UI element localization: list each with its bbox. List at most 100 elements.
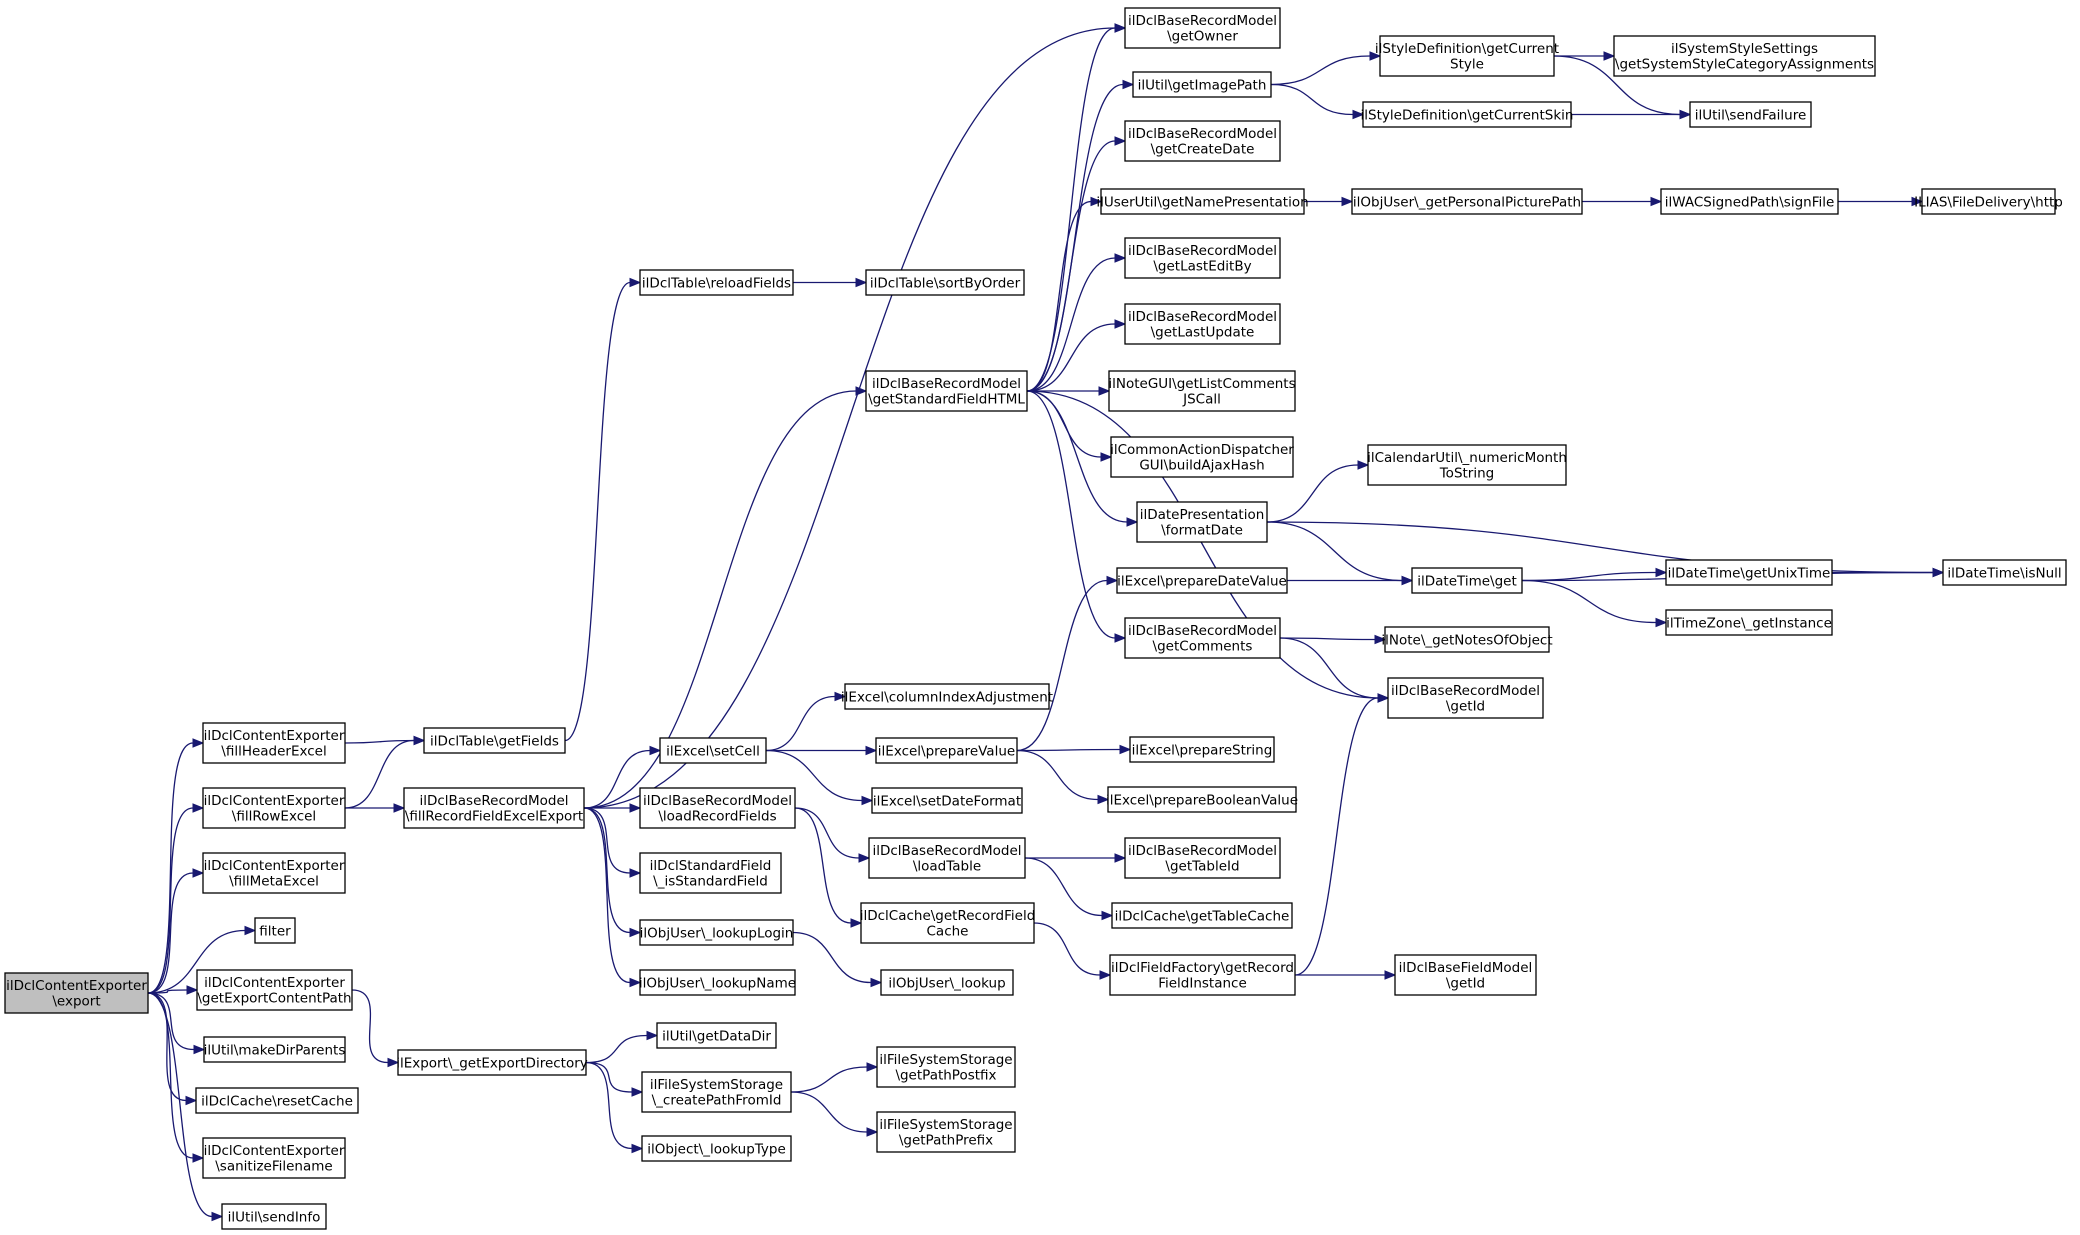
node-sign-file[interactable]: ilWACSignedPath\signFile bbox=[1660, 188, 1839, 215]
node-prepare-boolean-value[interactable]: ilExcel\prepareBooleanValue bbox=[1106, 786, 1298, 813]
node-export[interactable]: ilDclContentExporter\export bbox=[4, 972, 149, 1014]
node-box bbox=[1689, 101, 1812, 128]
node-sort-by-order[interactable]: ilDclTable\sortByOrder bbox=[865, 269, 1025, 296]
node-fill-header-excel[interactable]: ilDclContentExporter\fillHeaderExcel bbox=[202, 722, 346, 764]
node-box bbox=[1384, 626, 1550, 653]
node-get-last-update[interactable]: ilDclBaseRecordModel\getLastUpdate bbox=[1124, 303, 1281, 345]
node-set-cell[interactable]: ilExcel\setCell bbox=[659, 737, 767, 764]
node-label: ilDclContentExporter bbox=[204, 1143, 345, 1159]
edge-fill-row-excel-to-fill-record-field-excel-export bbox=[344, 803, 406, 813]
edge-export-to-get-export-content-path bbox=[147, 985, 199, 995]
node-get-notes-of-object[interactable]: ilNote\_getNotesOfObject bbox=[1381, 626, 1553, 653]
node-get-table-cache[interactable]: ilDclCache\getTableCache bbox=[1111, 902, 1293, 929]
node-fill-meta-excel[interactable]: ilDclContentExporter\fillMetaExcel bbox=[202, 852, 346, 894]
node-get-data-dir[interactable]: ilUtil\getDataDir bbox=[656, 1022, 777, 1049]
node-get-comments[interactable]: ilDclBaseRecordModel\getComments bbox=[1124, 617, 1281, 659]
node-fill-row-excel[interactable]: ilDclContentExporter\fillRowExcel bbox=[202, 787, 346, 829]
node-get-owner[interactable]: ilDclBaseRecordModel\getOwner bbox=[1124, 7, 1281, 49]
node-load-record-fields[interactable]: ilDclBaseRecordModel\loadRecordFields bbox=[639, 787, 796, 829]
node-lookup-login[interactable]: ilObjUser\_lookupLogin bbox=[639, 919, 794, 946]
node-create-path-from-id[interactable]: ilFileSystemStorage\_createPathFromId bbox=[641, 1071, 792, 1113]
node-box bbox=[1129, 736, 1275, 763]
node-get-personal-picture-path[interactable]: ilObjUser\_getPersonalPicturePath bbox=[1351, 188, 1583, 215]
node-get-unix-time[interactable]: ilDateTime\getUnixTime bbox=[1665, 559, 1833, 586]
node-make-dir-parents[interactable]: ilUtil\makeDirParents bbox=[203, 1036, 346, 1063]
node-box bbox=[865, 269, 1025, 296]
node-send-info[interactable]: ilUtil\sendInfo bbox=[221, 1203, 327, 1230]
node-get-path-prefix[interactable]: ilFileSystemStorage\getPathPrefix bbox=[876, 1111, 1016, 1153]
node-get-instance[interactable]: ilTimeZone\_getInstance bbox=[1665, 609, 1833, 636]
node-box bbox=[659, 737, 767, 764]
node-column-index-adjustment[interactable]: ilExcel\columnIndexAdjustment bbox=[841, 683, 1053, 710]
node-set-date-format[interactable]: ilExcel\setDateFormat bbox=[871, 787, 1023, 814]
node-get-export-directory[interactable]: ilExport\_getExportDirectory bbox=[396, 1049, 588, 1076]
edge-export-to-reset-cache bbox=[147, 992, 198, 1106]
node-send-failure[interactable]: ilUtil\sendFailure bbox=[1689, 101, 1812, 128]
node-box bbox=[1136, 501, 1268, 543]
node-build-ajax-hash[interactable]: ilCommonActionDispatcherGUI\buildAjaxHas… bbox=[1110, 436, 1294, 478]
node-get-standard-field-html[interactable]: ilDclBaseRecordModel\getStandardFieldHTM… bbox=[865, 370, 1028, 412]
node-get-path-postfix[interactable]: ilFileSystemStorage\getPathPostfix bbox=[876, 1046, 1016, 1088]
node-is-standard-field[interactable]: ilDclStandardField\_isStandardField bbox=[639, 852, 782, 894]
node-box bbox=[639, 787, 796, 829]
node-lookup-type[interactable]: ilObject\_lookupType bbox=[641, 1135, 792, 1162]
node-label: ilObject\_lookupType bbox=[647, 1141, 786, 1157]
node-field-get-id[interactable]: ilDclBaseFieldModel\getId bbox=[1394, 954, 1537, 996]
node-label: ilDateTime\isNull bbox=[1947, 565, 2061, 581]
node-lookup-name[interactable]: ilObjUser\_lookupName bbox=[639, 969, 796, 996]
edge-get-current-skin-to-send-failure bbox=[1571, 109, 1692, 120]
node-box bbox=[202, 1137, 346, 1179]
node-prepare-date-value[interactable]: ilExcel\prepareDateValue bbox=[1116, 567, 1288, 594]
edge-export-to-send-info bbox=[147, 992, 224, 1222]
node-record-get-id[interactable]: ilDclBaseRecordModel\getId bbox=[1387, 677, 1544, 719]
node-get-image-path[interactable]: ilUtil\getImagePath bbox=[1132, 71, 1272, 98]
node-label: ilDclContentExporter bbox=[204, 858, 345, 874]
node-label: \loadTable bbox=[913, 859, 981, 875]
node-box bbox=[202, 722, 346, 764]
node-lookup[interactable]: ilObjUser\_lookup bbox=[880, 969, 1014, 996]
node-get-export-content-path[interactable]: ilDclContentExporter\getExportContentPat… bbox=[196, 969, 353, 1011]
node-label: ilStyleDefinition\getCurrent bbox=[1375, 41, 1559, 57]
node-label: ilDclContentExporter bbox=[204, 975, 345, 991]
node-prepare-string[interactable]: ilExcel\prepareString bbox=[1129, 736, 1275, 763]
node-label: ilExcel\prepareValue bbox=[878, 743, 1015, 759]
node-label: \_createPathFromId bbox=[652, 1093, 782, 1109]
node-get-table-id[interactable]: ilDclBaseRecordModel\getTableId bbox=[1124, 837, 1281, 879]
node-filter[interactable]: filter bbox=[254, 917, 296, 944]
edge-get-image-path-to-get-current-skin bbox=[1270, 83, 1365, 120]
edge-load-record-fields-to-get-record-field-cache bbox=[794, 807, 863, 928]
node-reset-cache[interactable]: ilDclCache\resetCache bbox=[195, 1087, 359, 1114]
node-label: ilDclBaseRecordModel bbox=[1128, 843, 1277, 859]
node-get-last-edit-by[interactable]: ilDclBaseRecordModel\getLastEditBy bbox=[1124, 237, 1281, 279]
node-sanitize-filename[interactable]: ilDclContentExporter\sanitizeFilename bbox=[202, 1137, 346, 1179]
node-box bbox=[639, 919, 794, 946]
node-get-current-skin[interactable]: ilStyleDefinition\getCurrentSkin bbox=[1361, 101, 1574, 128]
node-get-create-date[interactable]: ilDclBaseRecordModel\getCreateDate bbox=[1124, 120, 1281, 162]
node-get-system-style-category-assignments[interactable]: ilSystemStyleSettings\getSystemStyleCate… bbox=[1613, 35, 1876, 77]
node-is-null[interactable]: ilDateTime\isNull bbox=[1942, 559, 2067, 586]
node-label: ilExcel\prepareBooleanValue bbox=[1106, 792, 1298, 808]
edge-get-export-content-path-to-get-export-directory bbox=[351, 989, 400, 1068]
node-load-table[interactable]: ilDclBaseRecordModel\loadTable bbox=[868, 837, 1026, 879]
node-label: ilDclBaseRecordModel bbox=[1128, 623, 1277, 639]
node-http[interactable]: ILIAS\FileDelivery\http bbox=[1914, 188, 2063, 215]
node-fill-record-field-excel-export[interactable]: ilDclBaseRecordModel\fillRecordFieldExce… bbox=[403, 787, 585, 829]
node-format-date[interactable]: ilDatePresentation\formatDate bbox=[1136, 501, 1268, 543]
edge-get-standard-field-html-to-format-date bbox=[1026, 390, 1139, 527]
node-box bbox=[860, 902, 1035, 944]
node-get-name-presentation[interactable]: ilUserUtil\getNamePresentation bbox=[1096, 188, 1309, 215]
node-label: ilDateTime\get bbox=[1417, 573, 1517, 589]
edge-fill-row-excel-to-get-fields bbox=[344, 735, 426, 809]
node-prepare-value[interactable]: ilExcel\prepareValue bbox=[875, 737, 1018, 764]
node-label: ilDatePresentation bbox=[1140, 507, 1265, 523]
edge-set-cell-to-set-date-format bbox=[765, 749, 874, 806]
node-get-fields[interactable]: ilDclTable\getFields bbox=[423, 727, 566, 754]
node-box bbox=[1660, 188, 1839, 215]
node-date-time-get[interactable]: ilDateTime\get bbox=[1411, 567, 1523, 594]
node-reload-fields[interactable]: ilDclTable\reloadFields bbox=[639, 269, 794, 296]
